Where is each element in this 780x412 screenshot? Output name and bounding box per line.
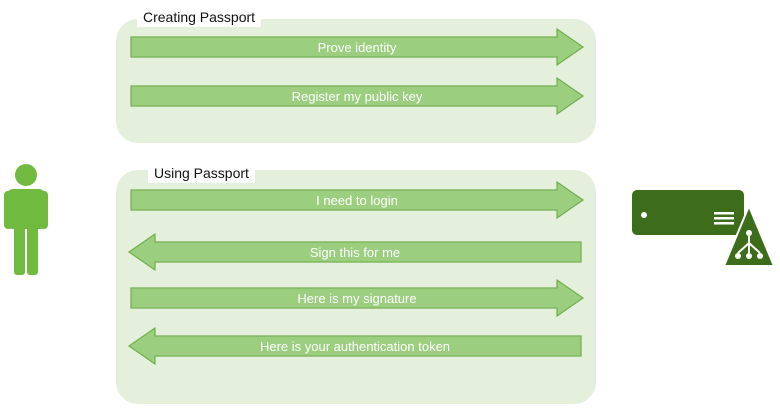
arrow-body [127,326,582,366]
prove-identity-label: Prove identity [317,39,397,55]
auth-token-label: Here is your authentication token [259,338,451,354]
need-login-arrow: I need to login [130,180,585,220]
arrow-body [130,180,585,220]
creating-passport-label: Creating Passport [137,8,262,27]
my-signature-arrow: Here is my signature [130,278,585,318]
sign-this-label: Sign this for me [309,244,401,260]
using-passport-label: Using Passport [148,164,255,183]
arrow-left-shape [127,326,582,366]
arrow-body [130,27,585,67]
register-public-key-arrow: Register my public key [130,76,585,116]
auth-token-arrow: Here is your authentication token [127,326,582,366]
prove-identity-arrow: Prove identity [130,27,585,67]
sign-this-arrow: Sign this for me [127,232,582,272]
network-warning-icon [723,205,775,267]
arrow-right-shape [130,180,585,220]
arrow-body [130,76,585,116]
my-signature-label: Here is my signature [297,290,417,306]
server-icon [630,188,778,270]
need-login-label: I need to login [316,192,398,208]
arrow-right-shape [130,76,585,116]
arrow-left-shape [127,232,582,272]
arrow-right-shape [130,278,585,318]
person-icon [4,163,48,275]
arrow-body [127,232,582,272]
register-public-key-label: Register my public key [291,88,423,104]
arrow-right-shape [130,27,585,67]
arrow-body [130,278,585,318]
